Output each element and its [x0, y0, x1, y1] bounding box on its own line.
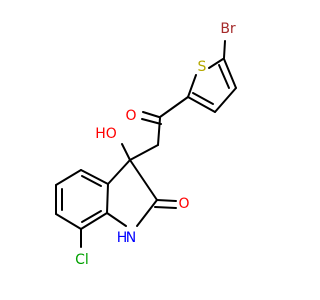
bond-c2-carbonyl	[159, 96, 189, 118]
bond-c3-c2-inner	[192, 92, 214, 105]
molecule-canvas: Br S O HO O H N Cl	[55, 21, 237, 268]
atom-ketone-oxygen: O	[125, 108, 136, 124]
bond-c7-c7a	[80, 212, 108, 230]
atom-chlorine: Cl	[75, 252, 89, 268]
bond-c2lactam-o-inner	[154, 206, 177, 209]
atom-bromine: Br	[220, 21, 236, 37]
bond-c2-s	[187, 74, 197, 98]
bond-c5-c4	[223, 58, 237, 89]
atom-nitrogen-hydrogen: H	[117, 230, 128, 246]
bond-ch2-c3	[129, 144, 159, 161]
bond-c4-c3	[214, 87, 237, 113]
bonds	[55, 40, 237, 248]
bond-c3-oh	[121, 143, 131, 161]
bond-c4-c5	[55, 169, 82, 186]
bond-c6-c7	[55, 213, 82, 230]
molecule-structure: Br S O HO O H N Cl	[55, 21, 237, 268]
bond-c3a-c4	[80, 169, 109, 185]
bond-c5-s	[208, 58, 224, 69]
bond-carbonyl-ch2	[157, 117, 161, 146]
bond-c3a-c4-inner	[81, 175, 102, 187]
bond-c3-c2lactam	[129, 159, 158, 201]
atom-labels: Br S O HO O H N Cl	[75, 21, 236, 268]
bond-br-c	[223, 40, 226, 59]
bond-c2lactam-o	[156, 199, 177, 202]
bond-c5-c4-inner	[218, 64, 230, 89]
atom-hydroxyl: HO	[95, 126, 117, 142]
bond-n-c7a	[106, 212, 127, 227]
bond-c3-c3a	[107, 159, 131, 185]
atom-sulfur: S	[198, 59, 207, 75]
bond-c3a-c7a	[106, 183, 109, 214]
atom-lactam-oxygen: O	[178, 196, 189, 212]
bond-carbonyl-o1	[142, 111, 160, 118]
atom-nitrogen: N	[126, 230, 136, 246]
bond-c2lactam-n	[136, 199, 158, 227]
bond-c3-c2	[187, 96, 216, 113]
bond-c7-c7a-inner	[81, 210, 102, 223]
bond-carbonyl-o2	[141, 118, 162, 125]
